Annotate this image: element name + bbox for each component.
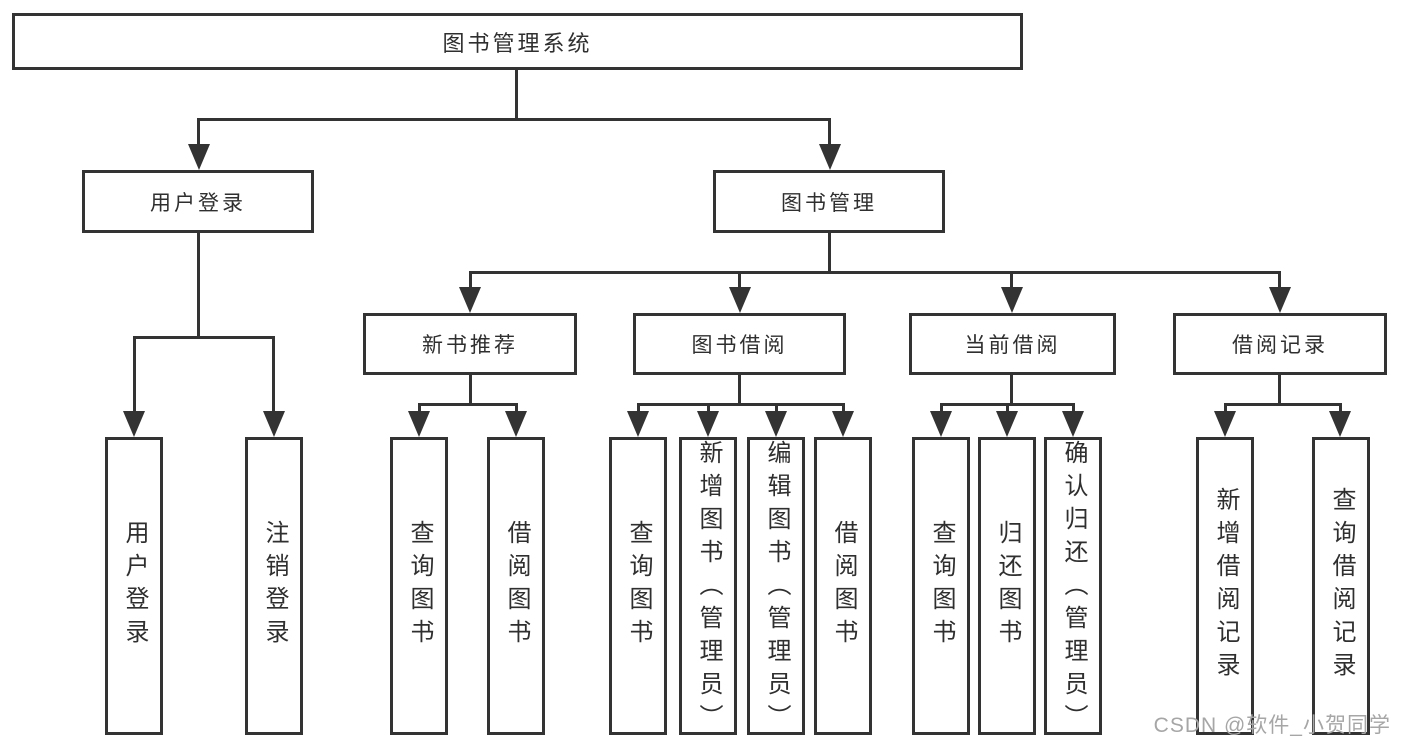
arrowhead-br-add — [1214, 411, 1236, 437]
connector-drop-leaf-login — [133, 336, 136, 416]
arrowhead-book-mgmt — [819, 144, 841, 170]
connector-drop-borrow-records — [1278, 271, 1281, 291]
connector-bus-book-borrow — [637, 403, 845, 406]
connector-borrow-records-stub — [1278, 375, 1281, 406]
connector-root-stub — [515, 70, 518, 119]
node-current-borrowing: 当前借阅 — [909, 313, 1116, 375]
connector-book-mgmt-stub — [828, 233, 831, 274]
leaf-logout: 注销登录 — [245, 437, 303, 735]
connector-drop-br-add — [1224, 403, 1227, 415]
node-new-book-recommend: 新书推荐 — [363, 313, 577, 375]
arrowhead-leaf-login — [123, 411, 145, 437]
connector-drop-cb-confirm — [1072, 403, 1075, 415]
leaf-br-add-record: 新增借阅记录 — [1196, 437, 1254, 735]
arrowhead-leaf-logout — [263, 411, 285, 437]
connector-drop-bb-query — [637, 403, 640, 415]
arrowhead-cb-return — [996, 411, 1018, 437]
arrowhead-user-login — [188, 144, 210, 170]
connector-drop-book-mgmt — [828, 118, 831, 150]
node-book-management: 图书管理 — [713, 170, 945, 233]
connector-book-borrow-stub — [738, 375, 741, 406]
leaf-bb-add-books-admin: 新增图书（管理员） — [679, 437, 737, 737]
leaf-user-login: 用户登录 — [105, 437, 163, 735]
connector-bus-user-login — [133, 336, 275, 339]
arrowhead-bb-query — [627, 411, 649, 437]
arrowhead-cb-query — [930, 411, 952, 437]
connector-drop-cb-return — [1006, 403, 1009, 415]
arrowhead-new-book — [459, 287, 481, 313]
node-user-login: 用户登录 — [82, 170, 314, 233]
connector-current-borrow-stub — [1010, 375, 1013, 406]
connector-drop-book-borrow — [738, 271, 741, 291]
arrowhead-bb-edit — [765, 411, 787, 437]
connector-drop-nbr-query — [418, 403, 421, 415]
connector-drop-bb-add — [707, 403, 710, 415]
connector-new-book-stub — [469, 375, 472, 406]
connector-bus-book-mgmt — [469, 271, 1281, 274]
connector-drop-bb-borrow — [842, 403, 845, 415]
connector-drop-new-book — [469, 271, 472, 291]
connector-user-login-stub — [197, 233, 200, 339]
leaf-cb-return-books: 归还图书 — [978, 437, 1036, 735]
connector-bus-borrow-records — [1224, 403, 1342, 406]
node-borrowing-records: 借阅记录 — [1173, 313, 1387, 375]
node-root-system: 图书管理系统 — [12, 13, 1023, 70]
arrowhead-bb-add — [697, 411, 719, 437]
arrowhead-nbr-borrow — [505, 411, 527, 437]
connector-bus-new-book — [418, 403, 518, 406]
leaf-nbr-borrow-books: 借阅图书 — [487, 437, 545, 735]
arrowhead-current-borrow — [1001, 287, 1023, 313]
leaf-bb-borrow-books: 借阅图书 — [814, 437, 872, 735]
csdn-watermark: CSDN @软件_小贺同学 — [1153, 714, 1391, 737]
leaf-cb-query-books: 查询图书 — [912, 437, 970, 735]
arrowhead-br-query — [1329, 411, 1351, 437]
connector-drop-leaf-logout — [272, 336, 275, 416]
connector-drop-current-borrow — [1010, 271, 1013, 291]
arrowhead-bb-borrow — [832, 411, 854, 437]
connector-drop-br-query — [1339, 403, 1342, 415]
arrowhead-cb-confirm — [1062, 411, 1084, 437]
arrowhead-borrow-records — [1269, 287, 1291, 313]
connector-bus-level1 — [197, 118, 831, 121]
leaf-bb-query-books: 查询图书 — [609, 437, 667, 735]
leaf-nbr-query-books: 查询图书 — [390, 437, 448, 735]
connector-drop-user-login — [197, 118, 200, 150]
arrowhead-book-borrow — [729, 287, 751, 313]
leaf-cb-confirm-return-admin: 确认归还（管理员） — [1044, 437, 1102, 737]
leaf-br-query-record: 查询借阅记录 — [1312, 437, 1370, 735]
leaf-bb-edit-books-admin: 编辑图书（管理员） — [747, 437, 805, 737]
connector-drop-bb-edit — [775, 403, 778, 415]
arrowhead-nbr-query — [408, 411, 430, 437]
connector-drop-nbr-borrow — [515, 403, 518, 415]
node-book-borrowing: 图书借阅 — [633, 313, 846, 375]
connector-drop-cb-query — [940, 403, 943, 415]
